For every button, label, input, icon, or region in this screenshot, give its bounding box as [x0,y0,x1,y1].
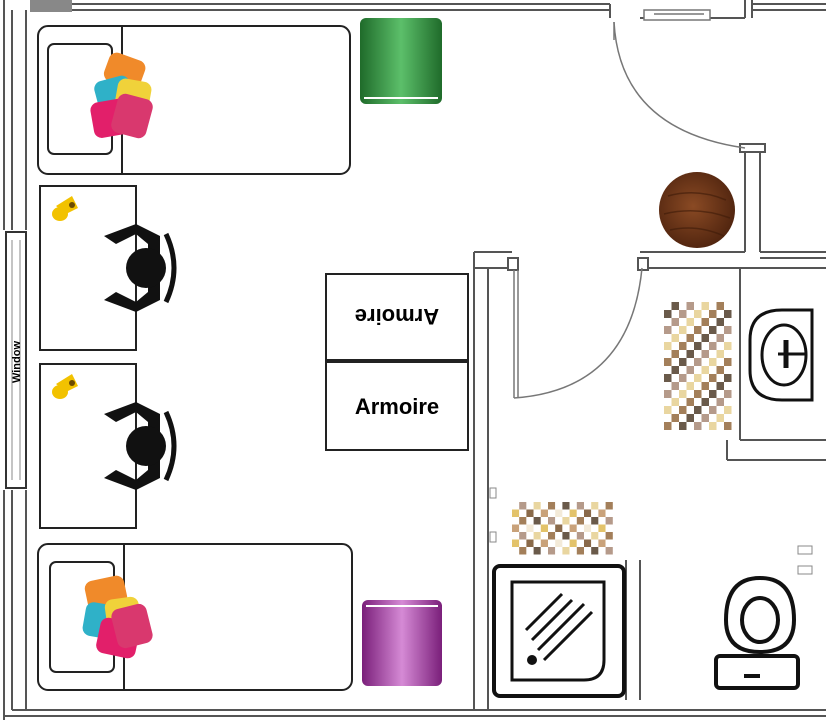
wall-fixture [489,487,813,575]
door-icon [513,267,643,399]
rug-icon [512,502,613,555]
sink-icon [748,308,814,402]
window-icon: Window [5,231,27,489]
armoire-icon: Armoire [325,273,469,361]
pillow-icon [82,575,153,659]
armoire-top-label: Armoire [355,304,439,329]
lamp-icon [52,374,78,399]
chair-icon [104,402,177,490]
window-label: Window [11,341,23,383]
table-icon [659,172,735,248]
door-icon [613,9,746,149]
pillow-icon [90,52,153,139]
toilet-icon [714,575,800,690]
chair-icon [104,224,177,312]
bed-icon [37,25,351,175]
walls [3,0,826,720]
shower-icon [492,564,626,698]
lamp-icon [52,196,78,221]
stool-icon [360,18,442,104]
armoire-icon: Armoire [325,361,469,451]
armoire-bottom-label: Armoire [355,394,439,419]
stool-icon [362,600,442,686]
rug-icon [664,302,732,430]
